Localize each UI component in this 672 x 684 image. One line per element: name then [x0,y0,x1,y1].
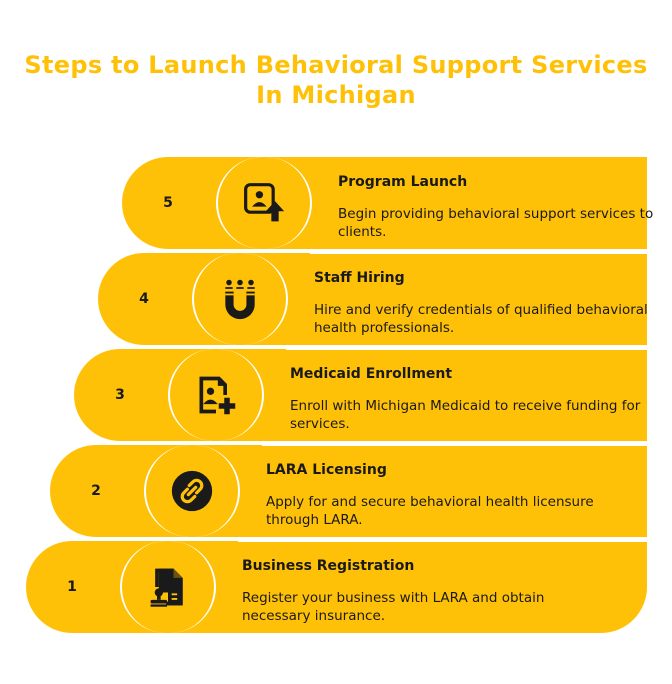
step-title: Staff Hiring [314,270,405,286]
icon-cell [216,157,312,249]
step-title: Medicaid Enrollment [290,366,453,382]
step-1: 1 Business Registration Register your bu… [26,541,647,633]
step-description: Apply for and secure behavioral health l… [266,494,594,528]
magnet-people-icon [225,279,255,320]
step-number: 4 [139,291,149,307]
icon-cell [120,541,216,633]
step-number: 1 [67,579,77,595]
step-5: 5 Program Launch Begin providing behavio… [122,157,653,249]
step-3: 3 Medicaid Enrollment Enroll with Michig… [74,349,647,441]
page-title: Steps to Launch Behavioral Support Servi… [0,50,672,110]
document-stamp-icon [150,568,183,607]
step-title: LARA Licensing [266,462,387,478]
divider [286,348,647,350]
user-card-upload-icon [244,183,285,222]
step-description: Begin providing behavioral support servi… [338,206,654,240]
step-title: Program Launch [338,174,468,190]
step-title: Business Registration [242,558,415,574]
title-line-2: In Michigan [256,81,416,109]
step-description: Enroll with Michigan Medicaid to receive… [290,398,641,432]
divider [310,252,647,254]
step-4: 4 Staff Hiring Hire and verify credentia… [98,253,648,345]
title-line-1: Steps to Launch Behavioral Support Servi… [24,51,648,79]
divider [238,540,647,542]
icon-cell [192,253,288,345]
step-2: 2 LARA Licensing Apply for and secure be… [50,445,647,537]
icon-cell [168,349,264,441]
divider [262,444,647,446]
step-description: Hire and verify credentials of qualified… [314,302,648,336]
step-number: 5 [163,195,173,211]
user-card-plus-icon [199,376,236,415]
step-number: 2 [91,483,101,499]
icon-cell [144,445,240,537]
step-description: Register your business with LARA and obt… [242,590,545,624]
step-number: 3 [115,387,125,403]
link-circle-icon [171,470,213,512]
